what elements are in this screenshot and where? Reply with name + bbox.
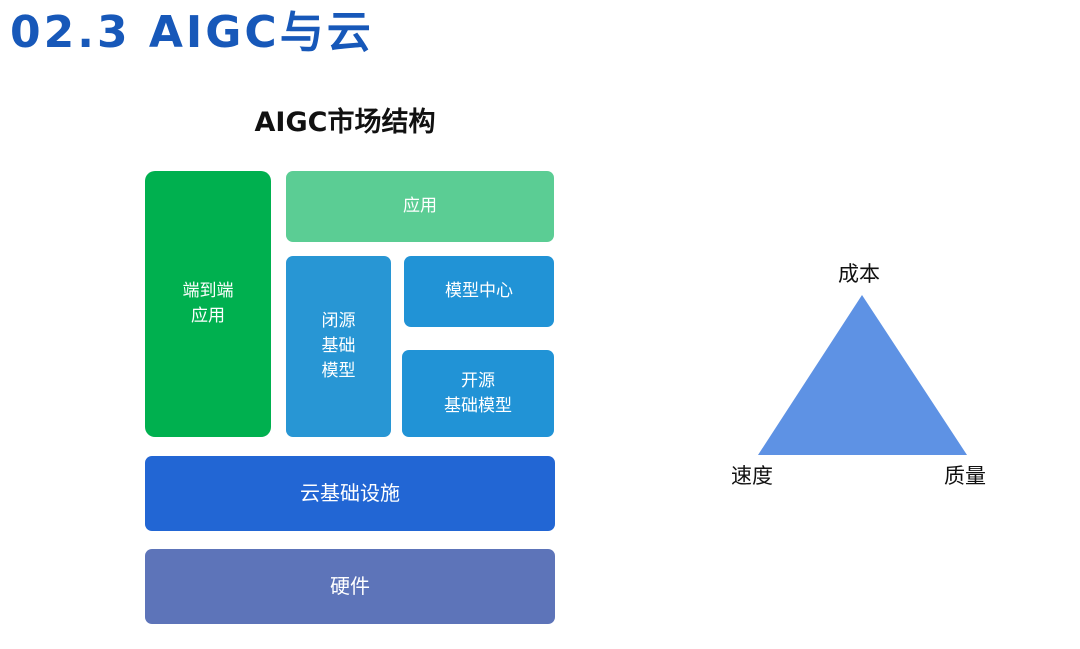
triangle-shape	[758, 295, 967, 455]
cloud-infrastructure-block: 云基础设施	[145, 456, 555, 531]
triangle-polygon	[758, 295, 967, 455]
diagram-title: AIGC市场结构	[254, 107, 436, 138]
model-hub-block: 模型中心	[404, 256, 554, 327]
end-to-end-app-block: 端到端 应用	[145, 171, 271, 437]
speed-label: 速度	[731, 464, 773, 488]
hardware-block: 硬件	[145, 549, 555, 624]
open-source-model-block: 开源 基础模型	[402, 350, 554, 437]
closed-source-model-block: 闭源 基础 模型	[286, 256, 391, 437]
cost-label: 成本	[838, 262, 880, 286]
application-block: 应用	[286, 171, 554, 242]
quality-label: 质量	[944, 464, 986, 488]
slide-title: 02.3 AIGC与云	[10, 7, 374, 58]
